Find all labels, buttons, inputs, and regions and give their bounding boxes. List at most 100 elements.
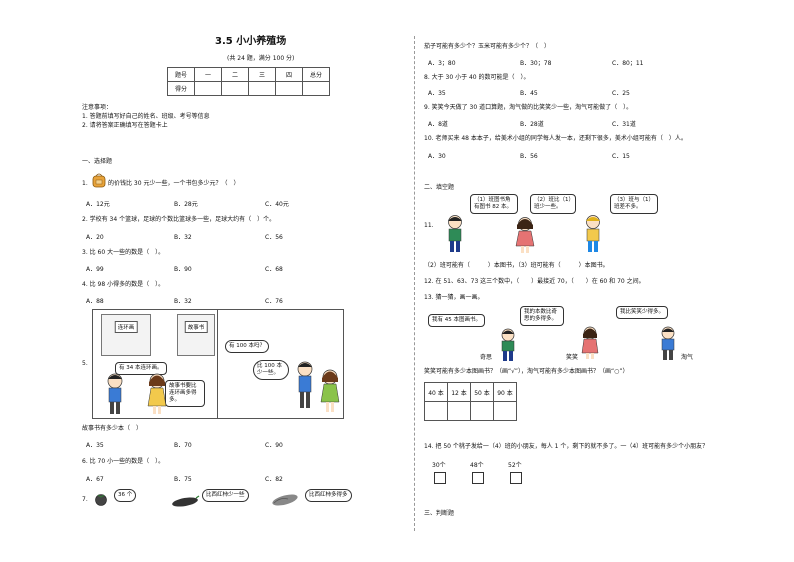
girl-figure-icon [147,373,167,414]
option-b[interactable]: B．45 [520,90,538,97]
boy-figure-icon [661,326,675,360]
guess-table: 40 本 12 本 50 本 90 本 [424,382,517,421]
option-b[interactable]: B．32 [174,234,192,241]
option-a[interactable]: A．20 [86,234,104,241]
score-cell[interactable] [221,81,249,96]
speech-bubble: 有 34 本连环画。 [115,362,167,375]
option-a[interactable]: A．35 [428,90,446,97]
question-text: 12. 在 51、63、73 这三个数中，（ ）最接近 70，（ ）在 60 和… [424,278,645,285]
option-b[interactable]: B．90 [174,266,192,273]
option-a[interactable]: A．8道 [428,121,448,128]
score-head: 一 [194,67,222,82]
score-cell[interactable] [248,81,276,96]
note-item: 2. 请将答案正确填写在答题卡上 [82,122,168,129]
option-a[interactable]: A．3；80 [428,60,456,67]
tomato-icon [95,494,107,506]
question-text: 故事书有多少本（ ） [82,425,143,432]
question-text: 4. 比 98 小得多的数是（ ）。 [82,281,165,288]
speech-bubble: 我比笑笑少得多。 [616,306,669,319]
option-b[interactable]: B．30；78 [520,60,552,67]
option-c[interactable]: C．15 [612,153,630,160]
option-label: 48个 [470,462,484,469]
mark-cell[interactable] [424,401,448,421]
question-text: 茄子可能有多少个？玉米可能有多少个？（ ） [424,43,551,50]
right-column: 茄子可能有多少个？玉米可能有多少个？（ ） A．3；80 B．30；78 C．8… [424,0,774,562]
option-c[interactable]: C．90 [265,442,283,449]
score-cell[interactable] [275,81,303,96]
option-a[interactable]: A．30 [428,153,446,160]
speech-bubble: （1）班图书角有图书 82 本。 [470,194,518,214]
speech-bubble: 36 个 [114,489,137,502]
guess-cell[interactable]: 12 本 [447,382,471,402]
guess-cell[interactable]: 90 本 [493,382,517,402]
option-c[interactable]: C．68 [265,266,283,273]
question-text: 13. 猜一猜，画一画。 [424,294,484,301]
girl-figure-icon [320,369,340,412]
mark-cell[interactable] [470,401,494,421]
frame-divider [217,310,218,418]
option-a[interactable]: A．67 [86,476,104,483]
option-label: 30个 [432,462,446,469]
speech-bubble: 比西红柿少一些 [202,489,249,502]
speech-bubble: 比西红柿多得多 [305,489,352,502]
page-subtitle: (共 24 题，满分 100 分) [227,55,295,62]
q5-picture-frame: 连环画 故事书 有 34 本连环画。 故事书要比连环画多得多。 有 100 本吗… [92,309,344,419]
option-a[interactable]: A．88 [86,298,104,305]
option-b[interactable]: B．28元 [174,201,198,208]
score-head: 总分 [302,67,330,82]
option-a[interactable]: A．12元 [86,201,110,208]
option-c[interactable]: C．31道 [612,121,636,128]
question-number: 1. [82,180,88,187]
speech-bubble: 比 100 本少一些。 [253,360,289,380]
option-b[interactable]: B．70 [174,442,192,449]
option-c[interactable]: C．25 [612,90,630,97]
speech-bubble: （3）班与（1）班差不多。 [610,194,658,214]
score-cell[interactable] [194,81,222,96]
question-text: 14. 把 50 个桃子发给一（4）班的小朋友，每人 1 个，剩下的就不多了。一… [424,443,709,450]
question-text: 3. 比 60 大一些的数是（ ）。 [82,249,165,256]
option-c[interactable]: C．56 [265,234,283,241]
option-c[interactable]: C．40元 [265,201,289,208]
option-c[interactable]: C．82 [265,476,283,483]
girl-figure-icon [515,217,535,253]
boy-figure-icon [501,328,515,361]
option-b[interactable]: B．75 [174,476,192,483]
option-a[interactable]: A．35 [86,442,104,449]
speech-bubble: 有 100 本吗？ [225,340,269,353]
question-text: 8. 大于 30 小于 40 的数可能是（ ）。 [424,74,530,81]
score-head: 题号 [167,67,195,82]
column-divider [414,36,415,531]
page-title: 3.5 小小养殖场 [215,36,287,47]
mark-cell[interactable] [447,401,471,421]
answer-box[interactable] [510,472,522,484]
section-heading: 三、判断题 [424,510,455,517]
option-b[interactable]: B．32 [174,298,192,305]
question-number: 11. [424,222,434,229]
speech-bubble: 故事书要比连环画多得多。 [165,380,205,407]
comic-book-pile: 连环画 [101,314,151,356]
boy-figure-icon [448,215,462,252]
score-cell[interactable] [302,81,330,96]
speech-bubble: 我有 45 本图画书。 [428,314,485,327]
option-b[interactable]: B．56 [520,153,538,160]
guess-cell[interactable]: 40 本 [424,382,448,402]
option-a[interactable]: A．99 [86,266,104,273]
mark-cell[interactable] [493,401,517,421]
storybook-pile: 故事书 [177,314,215,356]
option-c[interactable]: C．76 [265,298,283,305]
notes-heading: 注意事项： [82,104,113,111]
boy-figure-icon [297,361,313,408]
corn-icon [272,494,298,506]
score-head: 三 [248,67,276,82]
speech-bubble: （2）班比（1）班少一些。 [530,194,576,214]
name-label: 笑笑 [566,354,579,361]
answer-box[interactable] [434,472,446,484]
option-c[interactable]: C．80；11 [612,60,644,67]
guess-cell[interactable]: 50 本 [470,382,494,402]
section-heading: 二、填空题 [424,184,455,191]
score-head: 二 [221,67,249,82]
question-text: 笑笑可能有多少本图画书？（画“√”），淘气可能有多少本图画书？（画“○”） [424,368,629,375]
answer-box[interactable] [472,472,484,484]
option-b[interactable]: B．28道 [520,121,544,128]
book-label: 连环画 [114,321,138,333]
